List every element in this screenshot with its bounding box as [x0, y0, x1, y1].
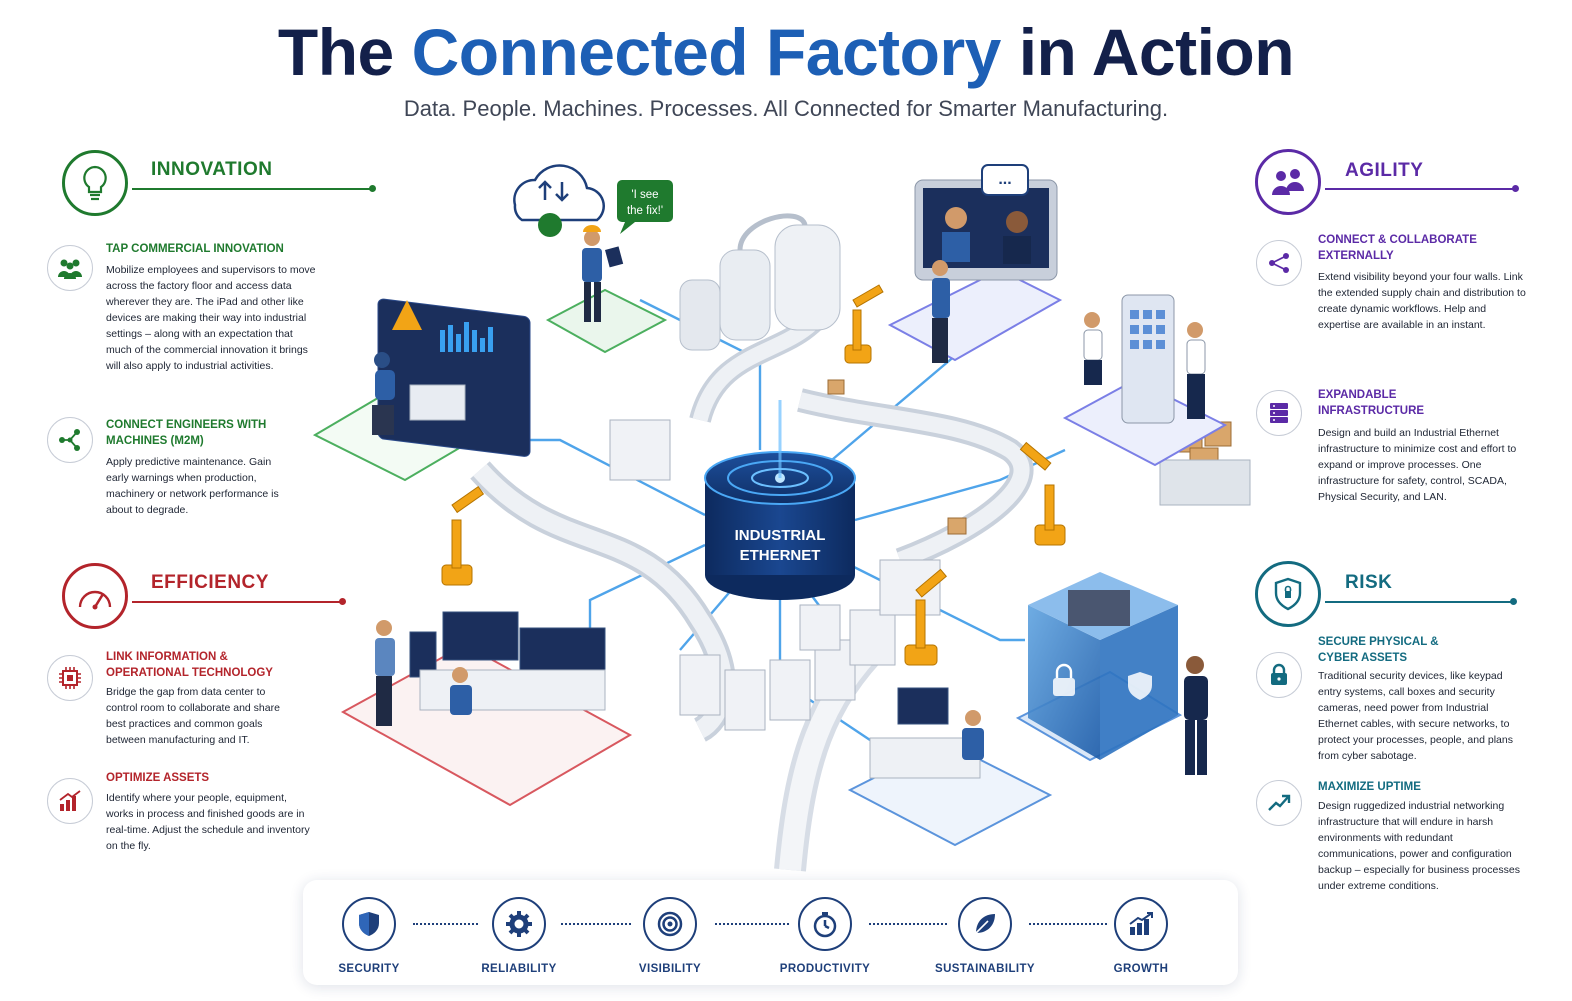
innovation-item-2-heading: CONNECT ENGINEERS WITH MACHINES (M2M) — [106, 419, 267, 447]
operator-desk-station — [847, 687, 1053, 847]
gear-icon — [492, 897, 546, 951]
risk-item-2-body: Design ruggedized industrial networking … — [1318, 800, 1520, 892]
efficiency-connector-dot — [339, 598, 346, 605]
industrial-ethernet-hub: INDUSTRIAL ETHERNET — [704, 400, 856, 600]
bar-chart-icon — [47, 778, 93, 824]
agility-connector — [1325, 188, 1515, 190]
agility-item-1-body: Extend visibility beyond your four walls… — [1318, 271, 1526, 331]
value-label: VISIBILITY — [638, 963, 702, 975]
values-connector — [561, 923, 631, 925]
risk-item-2-heading: MAXIMIZE UPTIME — [1318, 781, 1421, 793]
shield-icon — [342, 897, 396, 951]
value-visibility: VISIBILITY — [610, 897, 730, 975]
agility-item-2-body: Design and build an Industrial Ethernet … — [1318, 427, 1517, 503]
risk-connector — [1325, 601, 1513, 603]
people-group-icon — [47, 245, 93, 291]
risk-item-1-body: Traditional security devices, like keypa… — [1318, 670, 1513, 762]
secure-server-enclosure — [1015, 572, 1208, 775]
values-connector — [1029, 923, 1107, 925]
people-collaborate-icon — [1255, 149, 1321, 215]
speech-text-2: the fix!' — [627, 205, 663, 217]
share-icon — [1256, 240, 1302, 286]
hub-label-line1: INDUSTRIAL — [735, 527, 826, 544]
values-connector — [715, 923, 789, 925]
pallet — [1159, 459, 1251, 506]
page-subtitle: Data. People. Machines. Processes. All C… — [403, 96, 1169, 121]
value-reliability: RELIABILITY — [459, 897, 579, 975]
innovation-title: INNOVATION — [151, 159, 273, 180]
padlock-icon — [1256, 652, 1302, 698]
agility-item-1-heading: CONNECT & COLLABORATE EXTERNALLY — [1318, 234, 1477, 262]
innovation-item-2-body: Apply predictive maintenance. Gain early… — [106, 456, 279, 516]
control-room-station — [340, 611, 633, 807]
leaf-icon — [958, 897, 1012, 951]
efficiency-item-1-body: Bridge the gap from data center to contr… — [106, 686, 280, 746]
efficiency-item-2-body: Identify where your people, equipment, w… — [106, 792, 310, 852]
value-label: SUSTAINABILITY — [935, 963, 1035, 975]
network-nodes-icon — [47, 417, 93, 463]
title-highlight: Connected Factory — [411, 15, 1002, 89]
agility-connector-dot — [1512, 185, 1519, 192]
chip-icon — [47, 655, 93, 701]
status-bar-chart — [440, 322, 493, 352]
stopwatch-icon — [798, 897, 852, 951]
machine-cabinets — [609, 419, 941, 731]
risk-title: RISK — [1345, 572, 1393, 593]
chat-ellipsis: ... — [998, 171, 1011, 188]
efficiency-item-1-heading: LINK INFORMATION & OPERATIONAL TECHNOLOG… — [106, 651, 273, 679]
agility-title: AGILITY — [1345, 160, 1424, 181]
value-label: RELIABILITY — [481, 963, 557, 975]
efficiency-title: EFFICIENCY — [151, 572, 269, 593]
efficiency-connector — [132, 601, 342, 603]
speech-text-1: 'I see — [631, 189, 658, 201]
page-title: The Connected Factory in Action — [277, 15, 1295, 89]
cloud-sync-icon — [513, 164, 605, 237]
values-connector — [413, 923, 478, 925]
kiosk-display-station — [1062, 294, 1228, 467]
efficiency-item-2-heading: OPTIMIZE ASSETS — [106, 772, 210, 784]
value-productivity: PRODUCTIVITY — [765, 897, 885, 975]
server-stack-icon — [1256, 390, 1302, 436]
tablet-worker-station — [545, 225, 668, 354]
innovation-item-1-body: Mobilize employees and supervisors to mo… — [106, 264, 316, 372]
growth-chart-icon — [1114, 897, 1168, 951]
lightbulb-icon — [62, 150, 128, 216]
value-growth: GROWTH — [1081, 897, 1201, 975]
speech-bubble: 'I see the fix!' — [617, 180, 673, 234]
risk-item-1-heading: SECURE PHYSICAL & CYBER ASSETS — [1318, 636, 1439, 664]
storage-tanks — [679, 213, 841, 351]
agility-item-2-heading: EXPANDABLE INFRASTRUCTURE — [1318, 389, 1425, 417]
video-call-station: ... — [887, 164, 1063, 363]
shield-icon — [1255, 561, 1321, 627]
speedometer-icon — [62, 563, 128, 629]
value-sustainability: SUSTAINABILITY — [925, 897, 1045, 975]
innovation-item-1-heading: TAP COMMERCIAL INNOVATION — [106, 243, 284, 255]
factory-diagram: STATUS 'I see the fix!' ... — [312, 164, 1251, 872]
value-security: SECURITY — [309, 897, 429, 975]
trend-up-icon — [1256, 780, 1302, 826]
status-label: STATUS — [392, 277, 450, 294]
risk-connector-dot — [1510, 598, 1517, 605]
innovation-connector — [132, 188, 372, 190]
values-connector — [869, 923, 947, 925]
value-label: SECURITY — [338, 963, 400, 975]
innovation-connector-dot — [369, 185, 376, 192]
value-label: PRODUCTIVITY — [779, 963, 871, 975]
target-eye-icon — [643, 897, 697, 951]
robot-arms — [441, 284, 1066, 666]
hub-label-line2: ETHERNET — [740, 547, 821, 564]
values-bar: SECURITY RELIABILITY VISIBILITY PRODUCTI… — [303, 880, 1238, 985]
status-station: STATUS — [312, 277, 531, 482]
value-label: GROWTH — [1113, 963, 1169, 975]
